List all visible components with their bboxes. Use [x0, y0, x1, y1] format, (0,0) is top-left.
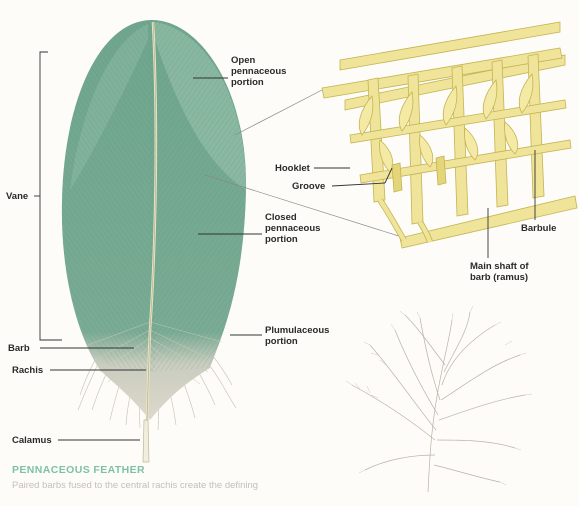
plumulaceous-feather-illustration	[346, 306, 532, 492]
label-calamus: Calamus	[12, 435, 52, 446]
caption-text: Paired barbs fused to the central rachis…	[12, 480, 412, 492]
label-plumulaceous: Plumulaceous portion	[265, 325, 329, 347]
label-closed-pennaceous: Closed pennaceous portion	[265, 212, 320, 245]
calamus	[143, 420, 149, 462]
label-hooklet: Hooklet	[275, 163, 310, 174]
feather	[60, 20, 250, 462]
label-barb: Barb	[8, 343, 30, 354]
barb-structure-magnified	[322, 22, 577, 248]
label-barbule: Barbule	[521, 223, 556, 234]
label-open-pennaceous: Open pennaceous portion	[231, 55, 286, 88]
label-main-shaft: Main shaft of barb (ramus)	[470, 261, 529, 283]
label-rachis: Rachis	[12, 365, 43, 376]
caption-title: PENNACEOUS FEATHER	[12, 464, 145, 476]
label-groove: Groove	[292, 181, 325, 192]
label-vane: Vane	[6, 191, 28, 202]
